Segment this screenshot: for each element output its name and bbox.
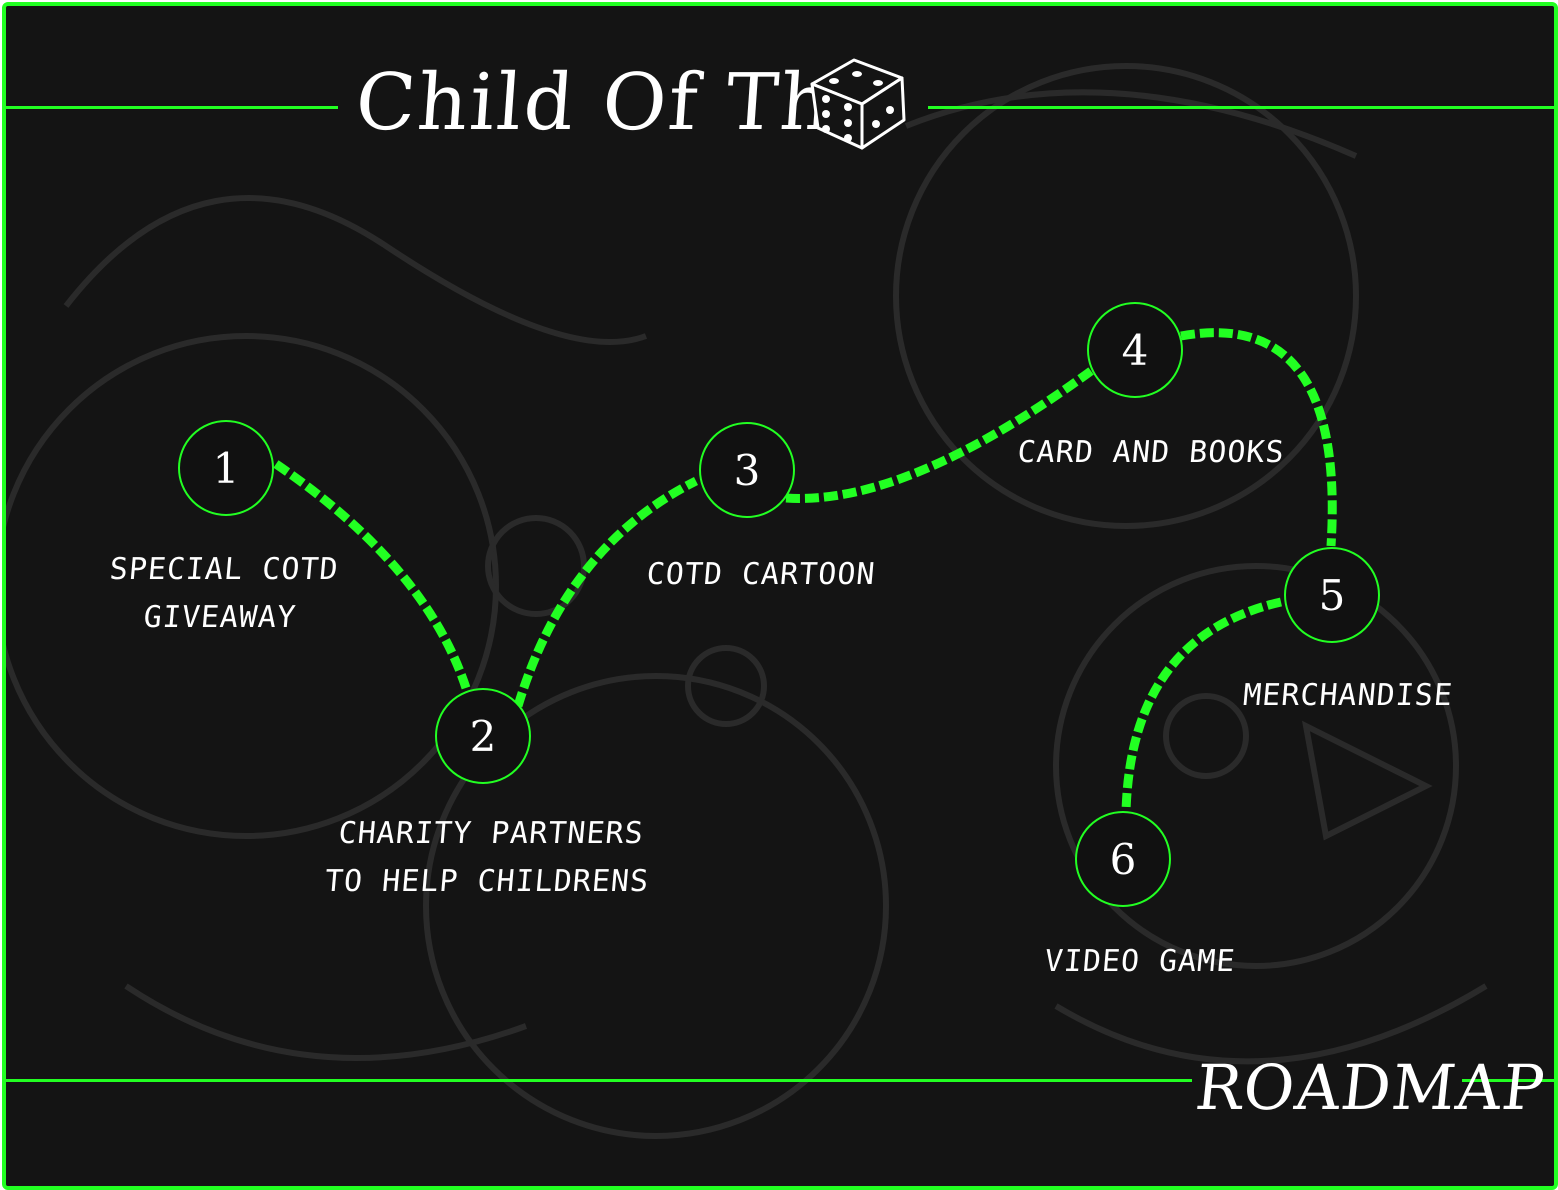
dice-icon [810,58,906,150]
step-number: 1 [212,443,240,493]
step-label-3: COTD CARTOON [645,557,877,592]
bottom-rule-left [6,1079,1192,1082]
step-label-5: MERCHANDISE [1241,678,1455,713]
step-node-1: 1 [178,420,274,516]
roadmap-path [273,328,1337,813]
top-rule-left [6,106,338,109]
top-rule-right [928,106,1554,109]
step-number: 6 [1109,834,1137,884]
step-node-4: 4 [1087,302,1183,398]
step-node-5: 5 [1284,547,1380,643]
step-number: 4 [1121,325,1149,375]
step-node-6: 6 [1075,811,1171,907]
background-sketch [6,63,1488,1139]
step-node-2: 2 [435,688,531,784]
step-number: 5 [1318,570,1346,620]
path-segment-1-2 [273,460,471,690]
step-number: 3 [733,445,761,495]
step-number: 2 [469,711,497,761]
bottom-rule-right [1462,1079,1554,1082]
step-label-6: VIDEO GAME [1043,944,1237,979]
path-segment-4-5 [1180,328,1337,547]
step-label-2: CHARITY PARTNERS TO HELP CHILDRENS [323,816,651,899]
step-label-1: SPECIAL COTD GIVEAWAY [108,552,341,635]
step-label-4: CARD AND BOOKS [1016,435,1287,470]
step-node-3: 3 [699,422,795,518]
path-segment-3-4 [785,367,1094,503]
path-segment-2-3 [513,476,699,708]
path-segment-5-6 [1121,597,1282,813]
